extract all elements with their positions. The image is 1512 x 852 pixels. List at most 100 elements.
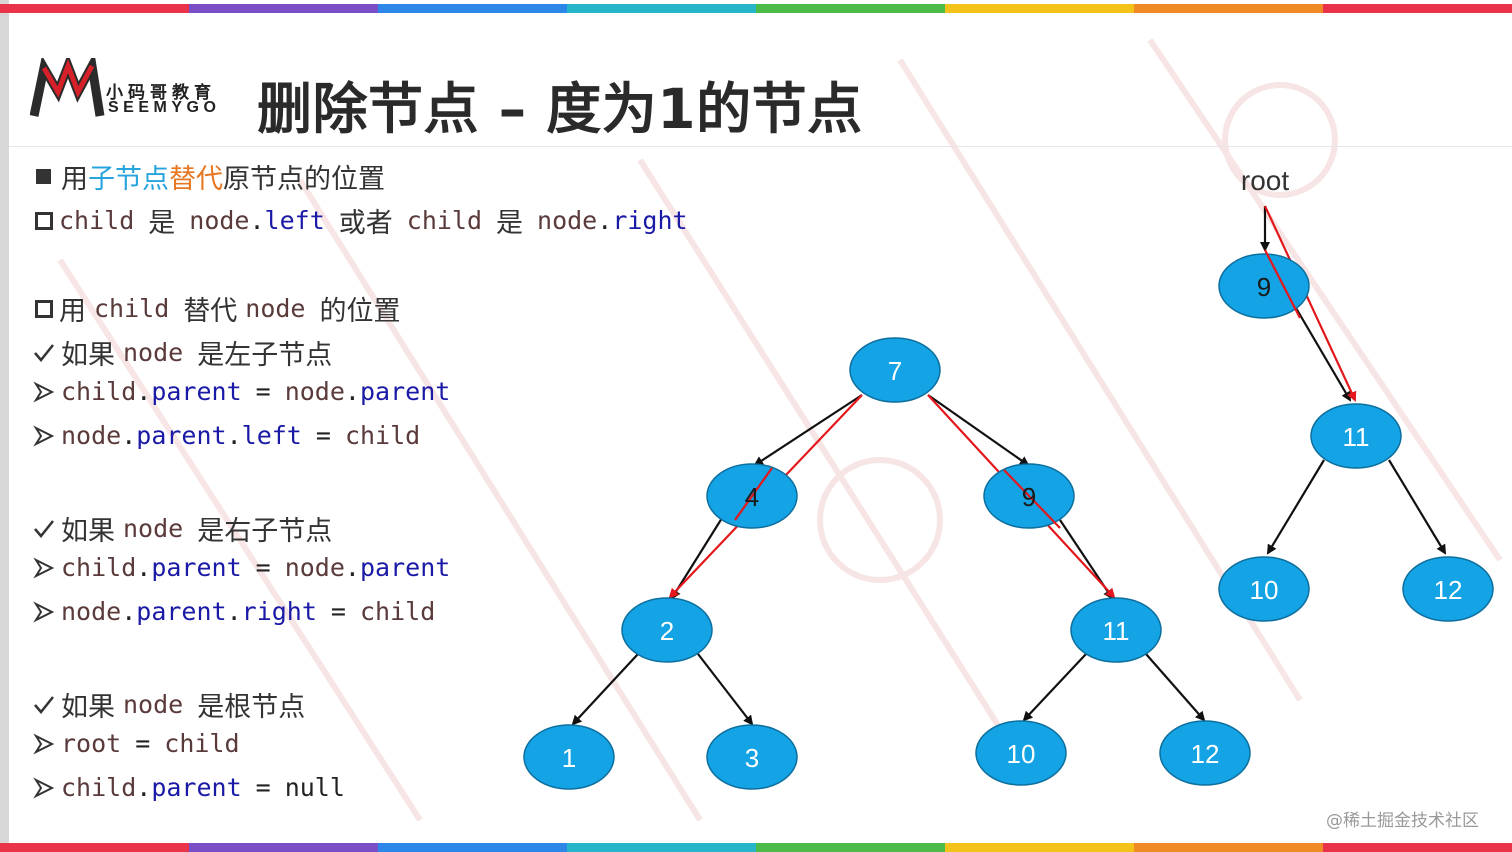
edge-11-10 bbox=[1022, 653, 1087, 722]
node-7-label: 7 bbox=[888, 356, 902, 386]
code-parent: parent bbox=[136, 597, 227, 626]
code-left: left bbox=[264, 206, 325, 235]
node-3 bbox=[706, 724, 798, 790]
main-tree-edges bbox=[571, 394, 1206, 726]
bullet-line-2: child 是 node.left 或者 child 是 node.right bbox=[33, 201, 688, 240]
arrow-bullet-icon bbox=[33, 733, 55, 755]
logo: 小码哥教育 SEEMYGO bbox=[30, 58, 230, 122]
text-yong: 用 bbox=[61, 164, 88, 195]
result-node-11 bbox=[1310, 403, 1402, 469]
code-parent: parent bbox=[359, 553, 451, 582]
code-left: left bbox=[241, 421, 302, 450]
red-edge-root-11 bbox=[1264, 205, 1357, 402]
code-right: right bbox=[241, 597, 317, 626]
text-child-node: 子节点 bbox=[88, 164, 169, 195]
code-null: null bbox=[284, 773, 345, 802]
code-dot-2: . bbox=[597, 206, 613, 235]
text-yong: 用 bbox=[59, 296, 86, 327]
edge-9-11-result bbox=[1295, 307, 1352, 402]
red-edge-over-4 bbox=[734, 467, 773, 521]
text-original-position: 原节点的位置 bbox=[223, 164, 385, 195]
node-10-label: 10 bbox=[1007, 739, 1036, 769]
code-dot: . bbox=[344, 377, 360, 406]
edge-2-1 bbox=[571, 653, 639, 726]
hollow-square-bullet-icon bbox=[35, 211, 53, 230]
code-equals: = bbox=[255, 773, 271, 802]
code-node: node bbox=[61, 421, 122, 450]
code-dot: . bbox=[121, 597, 137, 626]
node-1 bbox=[523, 724, 615, 790]
arrow-bullet-icon bbox=[33, 557, 55, 579]
case-left-code-2: node.parent.left = child bbox=[33, 421, 420, 450]
code-dot: . bbox=[136, 553, 152, 582]
red-edge-over-result-9 bbox=[1264, 249, 1301, 319]
case-right-code-1: child.parent = node.parent bbox=[33, 553, 450, 582]
code-right: right bbox=[612, 206, 688, 235]
check-icon bbox=[33, 694, 55, 716]
code-child: child bbox=[61, 553, 137, 582]
node-1-label: 1 bbox=[562, 743, 576, 773]
text-replace: 替代 bbox=[183, 296, 238, 327]
code-child: child bbox=[59, 206, 135, 235]
node-12 bbox=[1159, 720, 1251, 786]
text-is: 是 bbox=[148, 208, 176, 239]
text-is-root: 是根节点 bbox=[197, 692, 306, 723]
logo-english-text: SEEMYGO bbox=[108, 99, 221, 116]
code-root: root bbox=[61, 729, 122, 758]
code-parent: parent bbox=[359, 377, 451, 406]
text-position: 的位置 bbox=[319, 296, 401, 327]
arrow-bullet-icon bbox=[33, 425, 55, 447]
edge-11-12 bbox=[1145, 653, 1206, 722]
logo-mark-icon bbox=[30, 58, 105, 117]
node-11 bbox=[1070, 597, 1162, 663]
edge-11-10-result bbox=[1266, 459, 1325, 555]
code-node: node bbox=[284, 377, 345, 406]
result-tree-labels: 9 11 10 12 bbox=[1250, 272, 1463, 605]
case-left-heading: 如果 node 是左子节点 bbox=[33, 333, 332, 372]
code-parent: parent bbox=[151, 377, 242, 406]
square-bullet-icon bbox=[36, 169, 51, 184]
check-icon bbox=[33, 342, 55, 364]
node-4-label: 4 bbox=[745, 482, 759, 512]
arrow-bullet-icon bbox=[33, 777, 55, 799]
result-node-9 bbox=[1218, 253, 1310, 319]
node-7 bbox=[849, 337, 941, 403]
case-right-code-2: node.parent.right = child bbox=[33, 597, 435, 626]
slide-title: 删除节点 – 度为1的节点 bbox=[257, 77, 863, 141]
result-node-10 bbox=[1218, 556, 1310, 622]
case-left-code-1: child.parent = node.parent bbox=[33, 377, 450, 406]
code-parent: parent bbox=[151, 553, 242, 582]
node-2 bbox=[621, 597, 713, 663]
code-node: node bbox=[123, 514, 184, 543]
node-9-label: 9 bbox=[1022, 482, 1036, 512]
code-equals: = bbox=[255, 377, 271, 406]
code-equals: = bbox=[330, 597, 346, 626]
node-12-label: 12 bbox=[1191, 739, 1220, 769]
edge-2-3 bbox=[697, 653, 754, 726]
result-tree-edges bbox=[1260, 206, 1447, 555]
arrow-bullet-icon bbox=[33, 381, 55, 403]
main-tree-labels: 7 4 9 2 11 1 3 10 12 bbox=[562, 356, 1220, 773]
bullet-line-1: 用子节点替代原节点的位置 bbox=[33, 157, 385, 196]
root-label: root bbox=[1241, 165, 1289, 196]
hollow-square-bullet-icon bbox=[35, 299, 53, 318]
text-replace: 替代 bbox=[169, 164, 223, 195]
code-child-2: child bbox=[406, 206, 483, 235]
node-10 bbox=[975, 720, 1067, 786]
result-tree-nodes bbox=[1218, 253, 1494, 622]
code-dot: . bbox=[136, 773, 152, 802]
code-child: child bbox=[94, 294, 170, 323]
red-edge-over-9 bbox=[1003, 469, 1061, 529]
code-node: node bbox=[189, 206, 250, 235]
code-child: child bbox=[61, 773, 137, 802]
node-3-label: 3 bbox=[745, 743, 759, 773]
logo-chinese-text: 小码哥教育 bbox=[106, 83, 216, 103]
edge-7-4 bbox=[753, 394, 863, 467]
node-2-label: 2 bbox=[660, 616, 674, 646]
code-equals: = bbox=[135, 729, 151, 758]
code-dot: . bbox=[226, 421, 242, 450]
result-node-11-label: 11 bbox=[1343, 422, 1370, 452]
main-tree-nodes bbox=[523, 337, 1251, 790]
case-root-heading: 如果 node 是根节点 bbox=[33, 685, 305, 724]
